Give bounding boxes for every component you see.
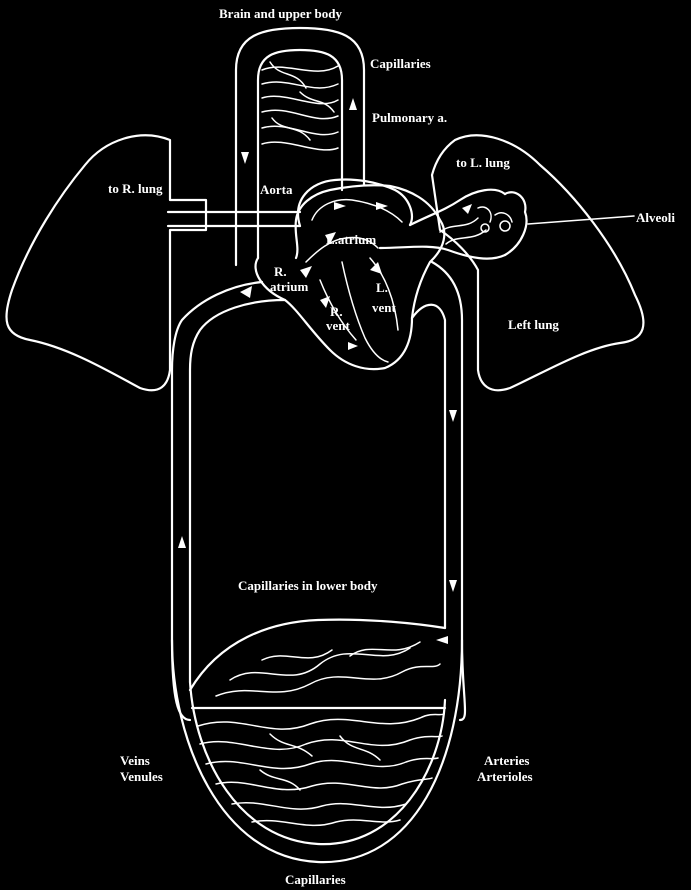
arrow-ra [300, 266, 312, 278]
arrow-into-ra [240, 286, 252, 298]
arrow-down-artery-1 [449, 410, 457, 422]
arrow-la [325, 232, 336, 244]
right-lung-outline [5, 134, 208, 392]
aorta-inner-curve [311, 198, 403, 223]
label-capillaries-bottom: Capillaries [285, 872, 346, 887]
descending-artery-outer [430, 260, 467, 722]
ventricle-wall-inner [319, 279, 357, 341]
up-arrow-capillaries [349, 98, 357, 110]
label-alveoli: Alveoli [636, 210, 675, 225]
label-veins: Veins [120, 753, 150, 768]
label-pulmonary-artery: Pulmonary a. [372, 110, 447, 125]
label-to-l-lung: to L. lung [456, 155, 510, 170]
label-r-atrium-2: atrium [270, 279, 308, 294]
label-to-r-lung: to R. lung [108, 181, 163, 196]
label-r-vent-2: vent [326, 318, 351, 333]
label-aorta: Aorta [260, 182, 293, 197]
lower-body-bowl-inner [188, 680, 447, 846]
lv-wall-inner [369, 257, 399, 331]
label-arteries: Arteries [484, 753, 529, 768]
ascending-vein-outer [170, 280, 264, 722]
arrow-pulm-vein [462, 204, 472, 214]
alveoli-cluster [503, 191, 528, 257]
ventricle-septum [341, 261, 389, 363]
arrow-rv-out [348, 342, 358, 350]
label-brain-upper-body: Brain and upper body [219, 6, 342, 21]
pulmonary-to-l-lung-bottom [378, 245, 507, 260]
arrow-up-vein [178, 536, 186, 548]
pulmonary-artery-arch [297, 178, 413, 228]
arrow-aorta-right [376, 202, 388, 210]
label-r-vent-1: R. [330, 304, 343, 319]
arrow-rv [320, 296, 330, 308]
upper-capillary-network [261, 61, 339, 151]
descending-artery-inner [410, 303, 447, 630]
arrow-into-capillaries [436, 636, 448, 644]
label-l-atrium: L.atrium [326, 232, 376, 247]
lower-capillary-network [197, 641, 445, 827]
label-capillaries-lower-body: Capillaries in lower body [238, 578, 378, 593]
pulmonary-to-l-lung-top [408, 188, 507, 227]
arrow-down-artery-2 [449, 580, 457, 592]
upper-body-loop-inner [256, 48, 344, 260]
lower-capillary-top-edge [188, 618, 447, 692]
label-left-lung: Left lung [508, 317, 559, 332]
upper-body-loop-outer [234, 26, 366, 267]
arrow-lv [370, 262, 382, 274]
left-lung-outline [430, 134, 645, 392]
label-capillaries-top: Capillaries [370, 56, 431, 71]
arrow-aorta-top [334, 202, 346, 210]
label-l-vent-1: L. [376, 280, 388, 295]
atrium-divider [305, 236, 379, 263]
down-arrow-aorta-loop [241, 152, 249, 164]
alveoli-pointer [527, 215, 635, 225]
label-venules: Venules [120, 769, 163, 784]
heart-outline [254, 184, 446, 371]
lower-body-bowl-outer [170, 638, 464, 864]
label-r-atrium-1: R. [274, 264, 287, 279]
alveoli-network [439, 206, 513, 245]
label-l-vent-2: vent [372, 300, 397, 315]
ascending-vein-inner [188, 298, 287, 684]
label-arterioles: Arterioles [477, 769, 533, 784]
